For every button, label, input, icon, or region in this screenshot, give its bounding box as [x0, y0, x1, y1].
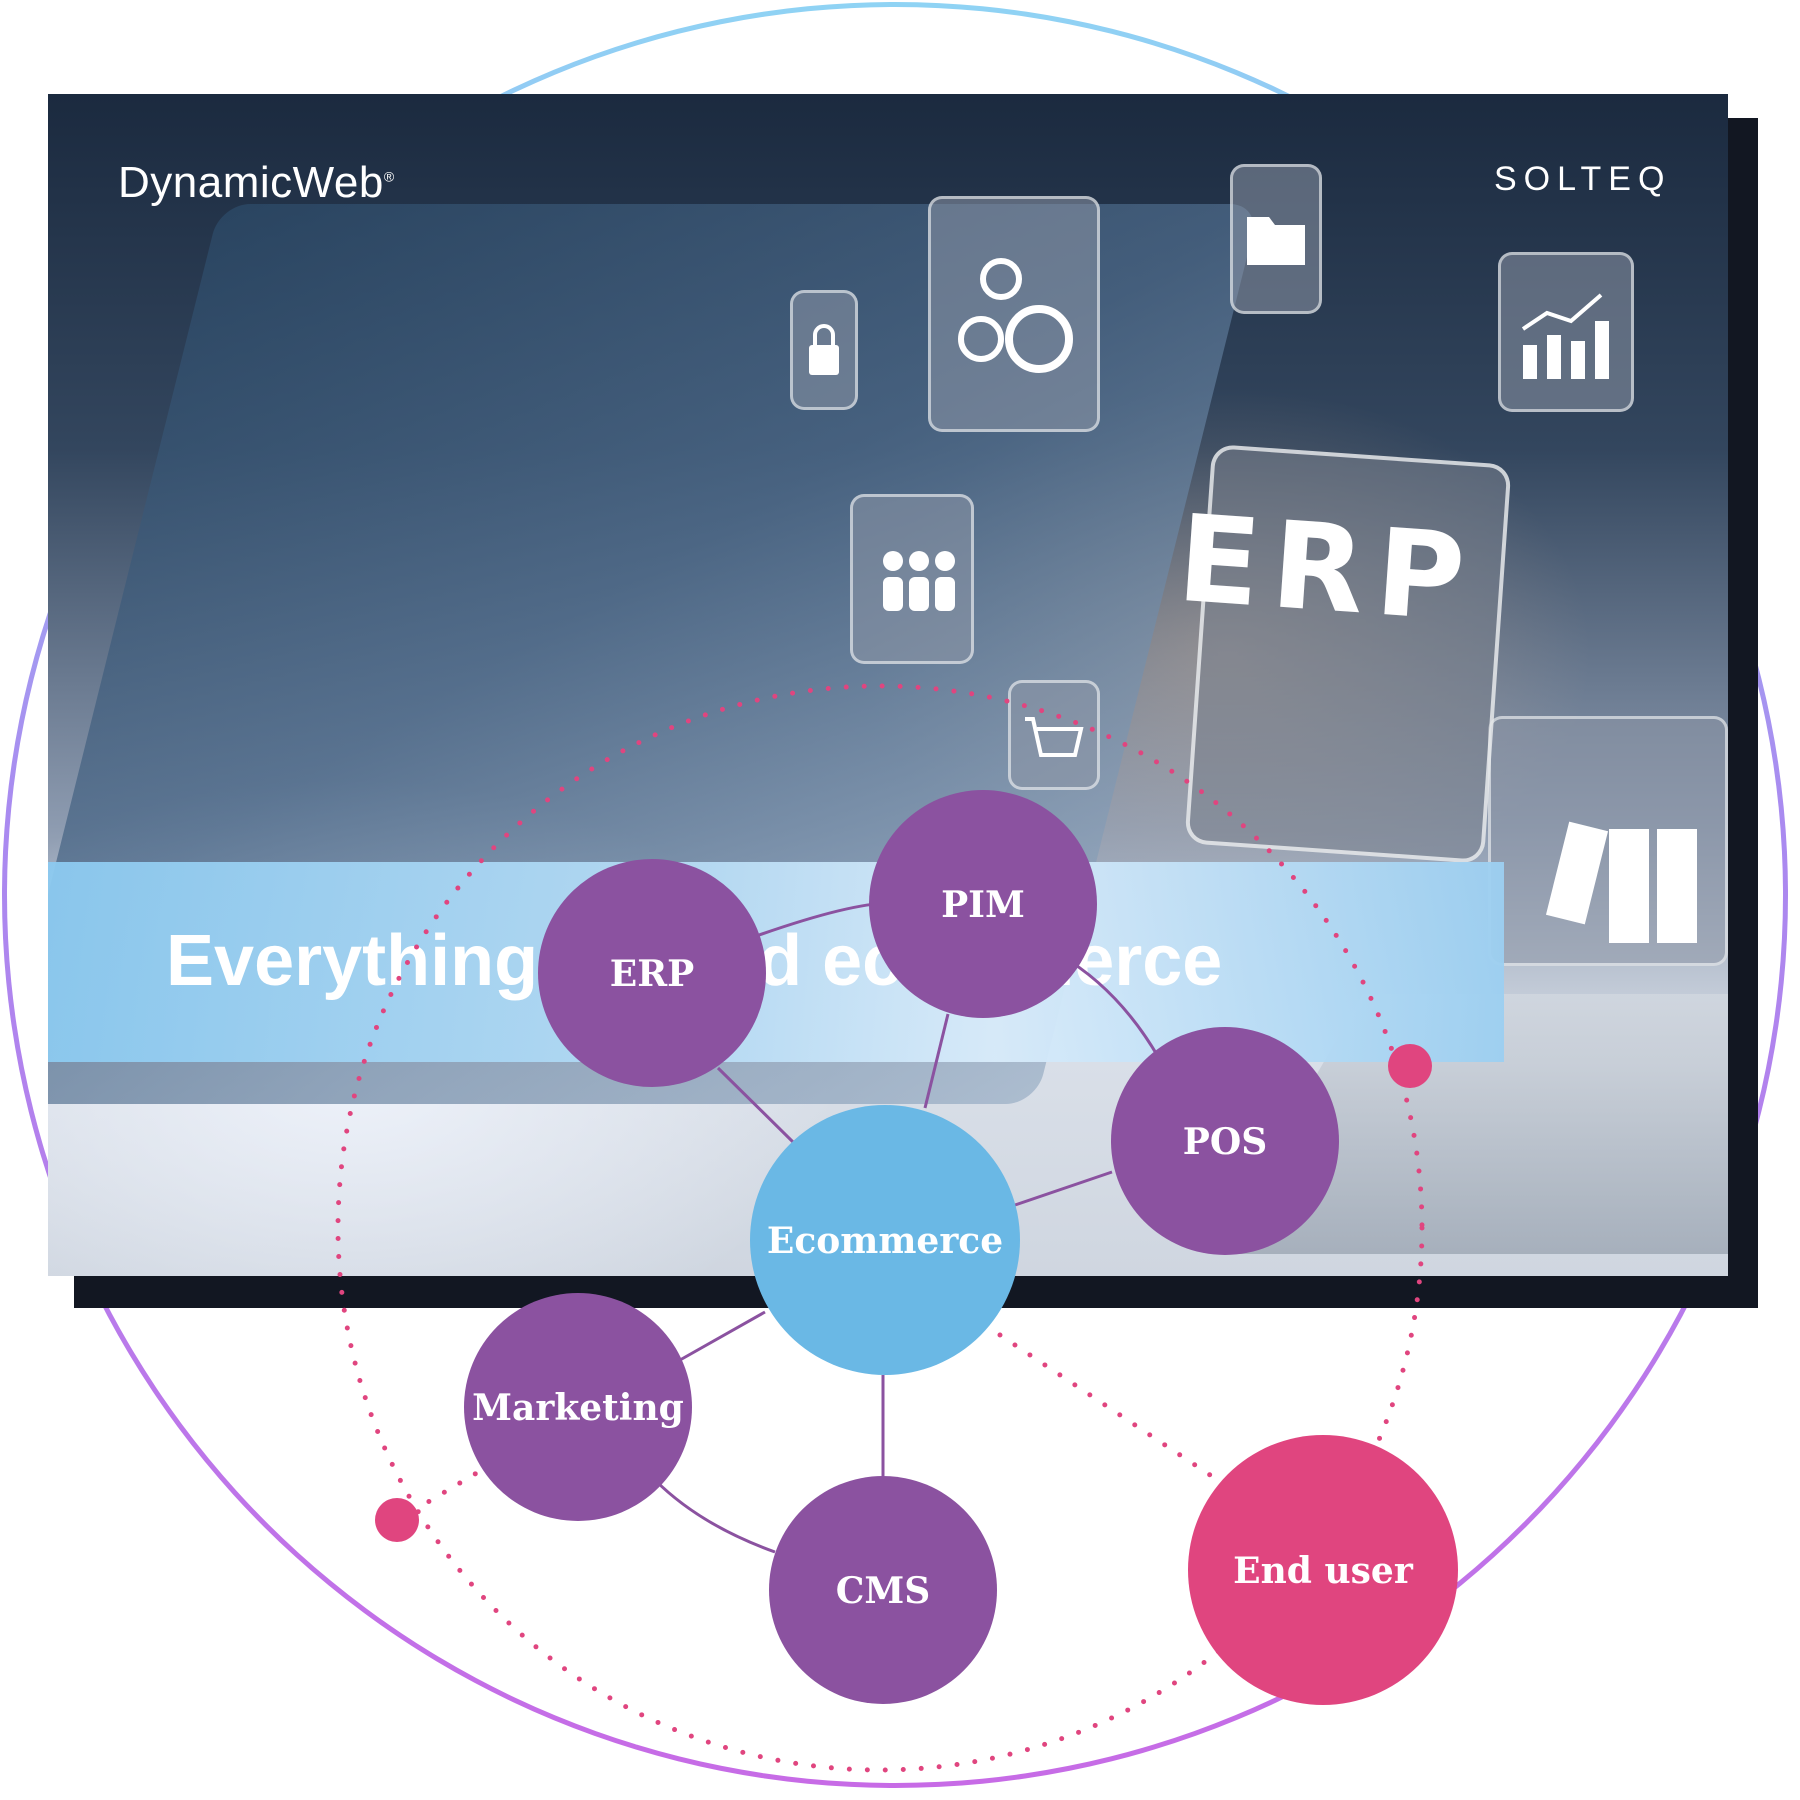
node-pos-label: POS — [1183, 1121, 1267, 1163]
spoke-pos — [1014, 1170, 1113, 1207]
spoke-marketing — [679, 1310, 766, 1362]
solteq-logo: SOLTEQ — [1494, 160, 1672, 198]
users-icon — [850, 494, 974, 664]
dynamicweb-logo-text: DynamicWeb — [118, 158, 384, 207]
spoke-erp — [716, 1066, 795, 1144]
node-ecommerce-label: Ecommerce — [767, 1220, 1003, 1262]
node-ecommerce: Ecommerce — [750, 1105, 1020, 1375]
documents-icon — [1488, 716, 1728, 966]
node-cms-label: CMS — [836, 1570, 931, 1612]
cart-icon — [1008, 680, 1100, 790]
dotted-orbit — [335, 683, 1425, 1773]
dynamicweb-logo: DynamicWeb® — [118, 158, 395, 208]
node-end-user: End user — [1188, 1435, 1458, 1705]
node-erp-label: ERP — [610, 953, 694, 995]
registered-mark: ® — [383, 168, 395, 185]
node-pim: PIM — [869, 790, 1097, 1018]
bar-chart-icon — [1498, 252, 1634, 412]
node-cms: CMS — [769, 1476, 997, 1704]
accent-dot-left — [375, 1498, 419, 1542]
node-marketing: Marketing — [464, 1293, 692, 1521]
dotted-link-end-user — [982, 1322, 1228, 1488]
node-marketing-label: Marketing — [472, 1387, 684, 1429]
node-pos: POS — [1111, 1027, 1339, 1255]
arc-marketing-cms — [653, 1478, 776, 1554]
node-end-user-label: End user — [1233, 1550, 1414, 1592]
node-erp: ERP — [538, 859, 766, 1087]
node-pim-label: PIM — [941, 884, 1025, 926]
spoke-pim — [923, 1013, 950, 1109]
folder-icon — [1230, 164, 1322, 314]
accent-dot-right — [1388, 1044, 1432, 1088]
gears-icon — [928, 196, 1100, 432]
lock-icon — [790, 290, 858, 410]
title-banner — [48, 862, 1504, 1062]
brochure-cover — [48, 94, 1728, 1276]
